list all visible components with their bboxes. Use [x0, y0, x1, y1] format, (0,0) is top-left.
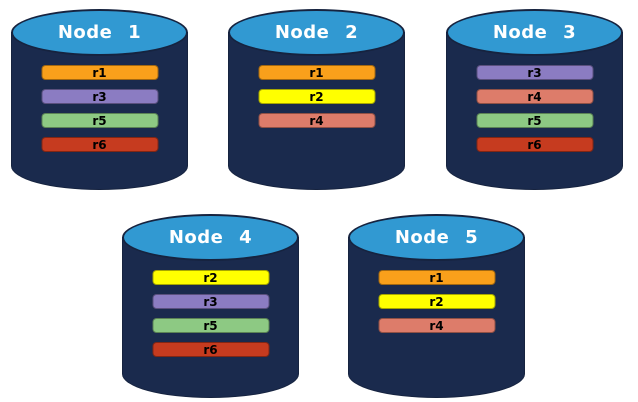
replica-bar: r5 — [152, 318, 269, 333]
node-cylinder-5: Node 5 r1 r2 r4 — [348, 214, 525, 398]
replica-bar: r2 — [152, 270, 269, 285]
node-cylinder-1: Node 1 r1 r3 r5 r6 — [11, 9, 188, 190]
replica-list: r1 r3 r5 r6 — [41, 65, 158, 152]
cylinder-body — [11, 32, 188, 190]
replica-bar: r3 — [41, 89, 158, 104]
replica-list: r3 r4 r5 r6 — [476, 65, 593, 152]
replica-list: r1 r2 r4 — [378, 270, 495, 333]
cylinder-top-ellipse: Node 2 — [228, 9, 405, 56]
cylinder-body — [122, 237, 299, 398]
replica-bar: r6 — [476, 137, 593, 152]
cylinder-body — [228, 32, 405, 190]
replica-bar: r1 — [258, 65, 375, 80]
replica-bar: r2 — [378, 294, 495, 309]
node-cylinder-2: Node 2 r1 r2 r4 — [228, 9, 405, 190]
replica-bar: r3 — [476, 65, 593, 80]
replica-bar: r4 — [378, 318, 495, 333]
replica-bar: r1 — [378, 270, 495, 285]
node-title: Node 4 — [168, 227, 253, 248]
node-title: Node 3 — [492, 22, 577, 43]
node-title: Node 5 — [394, 227, 479, 248]
replica-bar: r5 — [476, 113, 593, 128]
replica-bar: r2 — [258, 89, 375, 104]
replica-bar: r6 — [152, 342, 269, 357]
replica-bar: r1 — [41, 65, 158, 80]
replica-bar: r5 — [41, 113, 158, 128]
cylinder-body — [446, 32, 623, 190]
replica-bar: r4 — [258, 113, 375, 128]
replica-bar: r6 — [41, 137, 158, 152]
replica-list: r2 r3 r5 r6 — [152, 270, 269, 357]
node-title: Node 2 — [274, 22, 359, 43]
cylinder-top-ellipse: Node 1 — [11, 9, 188, 56]
cylinder-body — [348, 237, 525, 398]
replica-list: r1 r2 r4 — [258, 65, 375, 128]
node-title: Node 1 — [57, 22, 142, 43]
cylinder-top-ellipse: Node 3 — [446, 9, 623, 56]
node-cylinder-4: Node 4 r2 r3 r5 r6 — [122, 214, 299, 398]
cylinder-top-ellipse: Node 4 — [122, 214, 299, 261]
node-cylinder-3: Node 3 r3 r4 r5 r6 — [446, 9, 623, 190]
replica-bar: r4 — [476, 89, 593, 104]
cylinder-top-ellipse: Node 5 — [348, 214, 525, 261]
replica-bar: r3 — [152, 294, 269, 309]
